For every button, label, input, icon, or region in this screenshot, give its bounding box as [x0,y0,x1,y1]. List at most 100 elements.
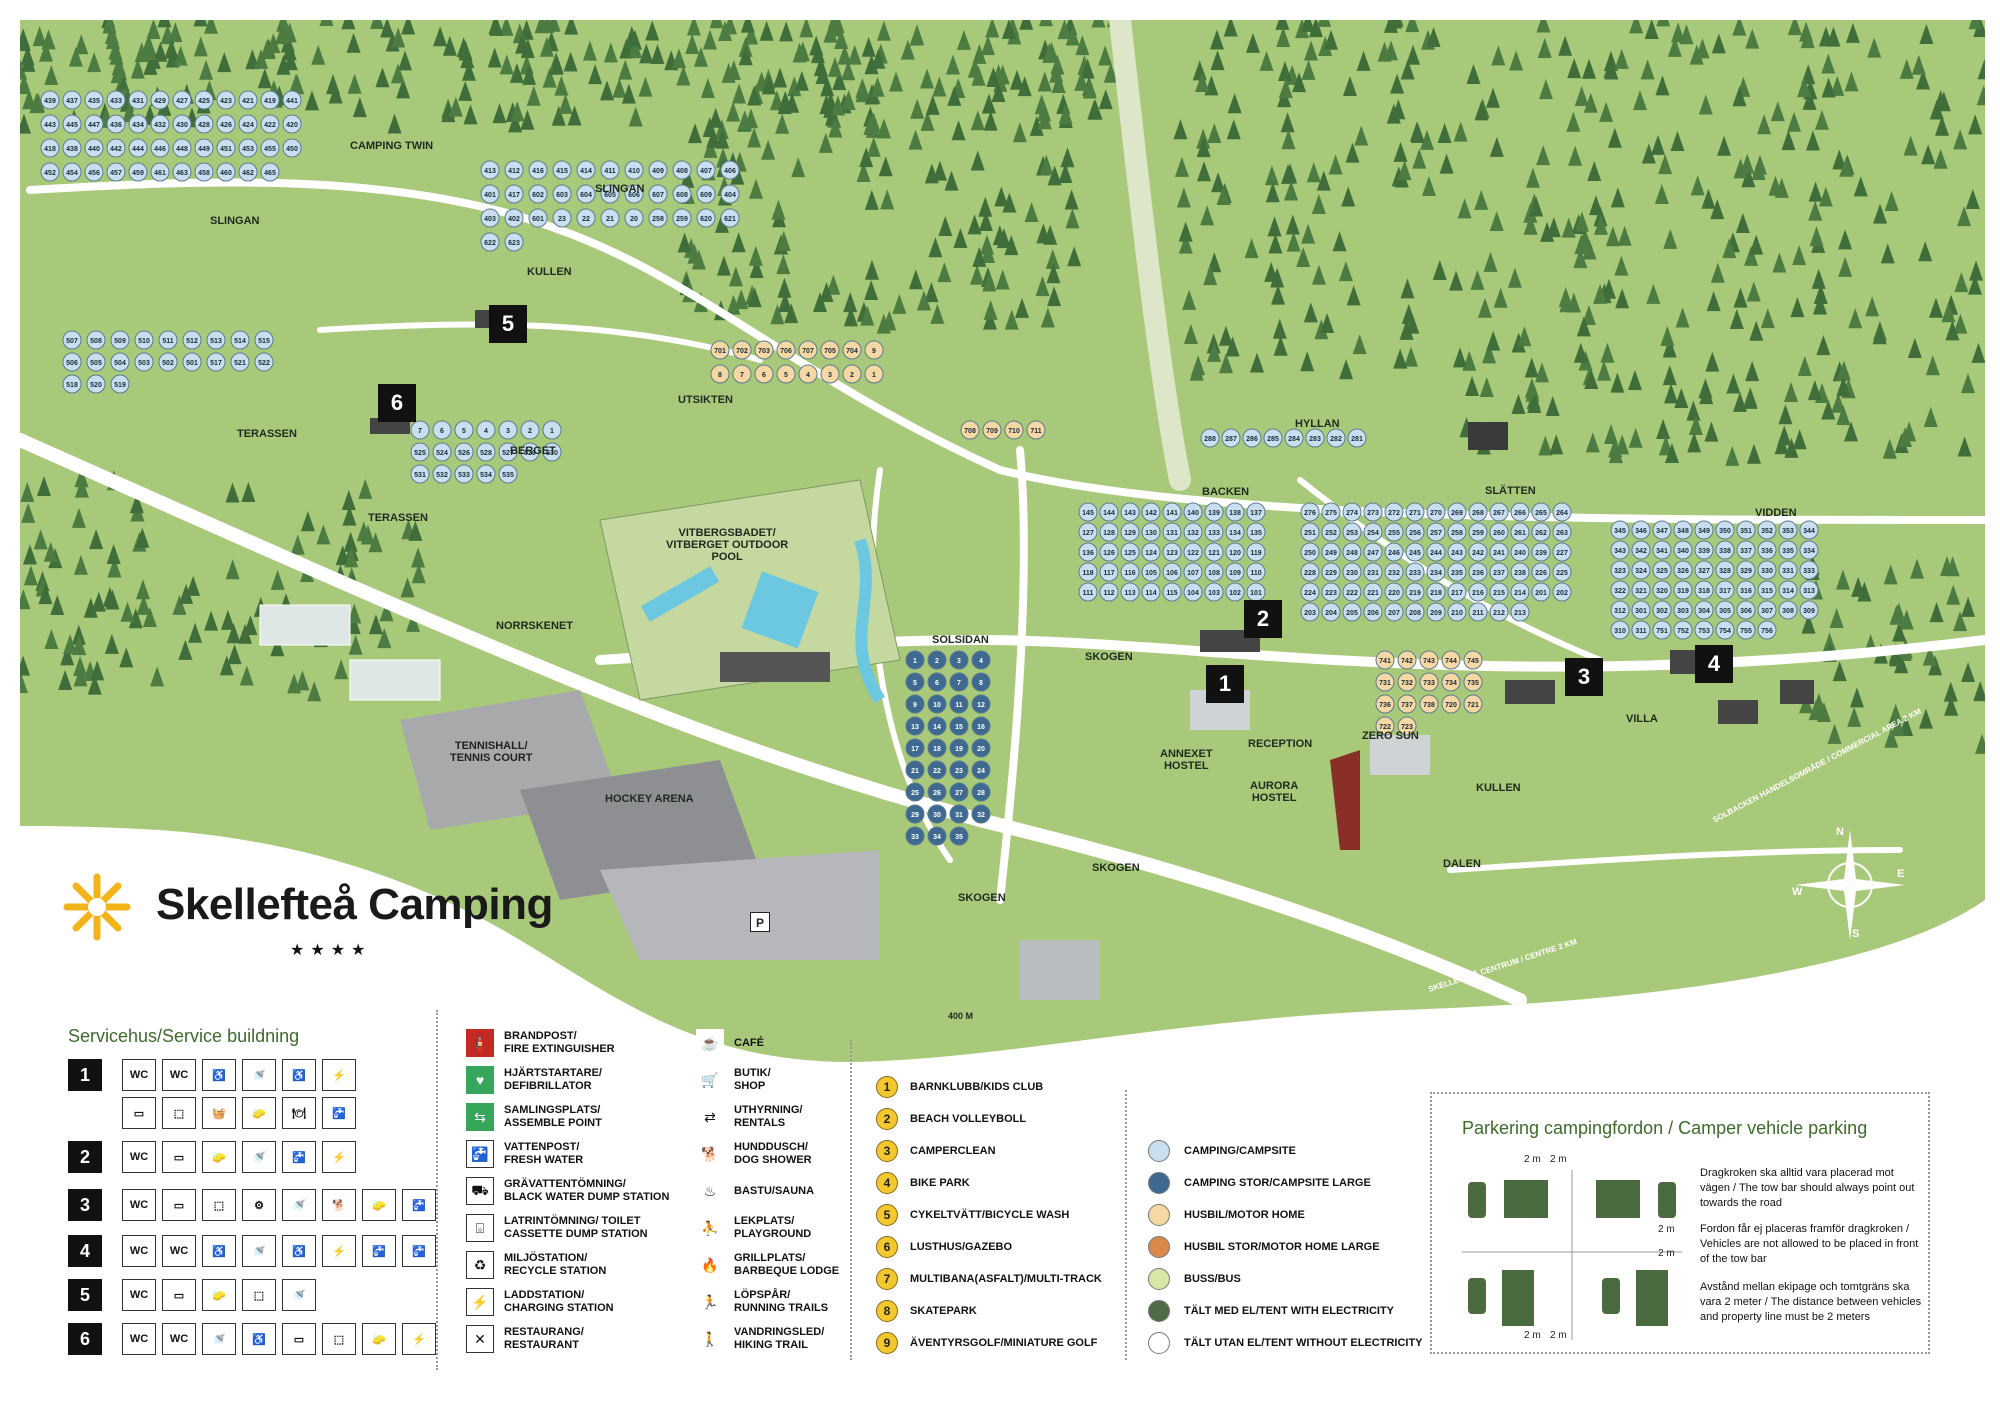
campsite-marker[interactable] [1673,620,1693,640]
campsite-marker[interactable] [1757,520,1777,540]
campsite-marker[interactable] [260,114,280,134]
campsite-marker[interactable] [1552,542,1572,562]
campsite-marker[interactable] [216,90,236,110]
campsite-marker[interactable] [150,162,170,182]
campsite-marker[interactable] [776,364,796,384]
campsite-marker[interactable] [1715,600,1735,620]
campsite-marker[interactable] [696,160,716,180]
campsite-marker[interactable] [1610,580,1630,600]
campsite-marker[interactable] [1162,582,1182,602]
campsite-marker[interactable] [40,114,60,134]
campsite-marker[interactable] [1799,540,1819,560]
campsite-marker[interactable] [1078,522,1098,542]
campsite-marker[interactable] [1397,716,1417,736]
campsite-marker[interactable] [905,738,925,758]
campsite-marker[interactable] [1305,428,1325,448]
campsite-marker[interactable] [260,90,280,110]
campsite-marker[interactable] [1300,522,1320,542]
campsite-marker[interactable] [710,340,730,360]
campsite-marker[interactable] [254,352,274,372]
campsite-marker[interactable] [1342,602,1362,622]
campsite-marker[interactable] [1673,600,1693,620]
campsite-marker[interactable] [971,672,991,692]
campsite-marker[interactable] [128,138,148,158]
campsite-marker[interactable] [1099,502,1119,522]
campsite-marker[interactable] [1468,602,1488,622]
campsite-marker[interactable] [672,184,692,204]
campsite-marker[interactable] [696,184,716,204]
campsite-marker[interactable] [1673,520,1693,540]
campsite-marker[interactable] [1162,542,1182,562]
service-building-5-marker[interactable]: 5 [489,305,527,343]
campsite-marker[interactable] [528,160,548,180]
campsite-marker[interactable] [927,694,947,714]
campsite-marker[interactable] [971,694,991,714]
campsite-marker[interactable] [1447,582,1467,602]
campsite-marker[interactable] [1610,520,1630,540]
campsite-marker[interactable] [1405,502,1425,522]
campsite-marker[interactable] [282,138,302,158]
campsite-marker[interactable] [1468,502,1488,522]
campsite-marker[interactable] [1162,522,1182,542]
campsite-marker[interactable] [454,464,474,484]
campsite-marker[interactable] [1799,520,1819,540]
campsite-marker[interactable] [1300,562,1320,582]
campsite-marker[interactable] [476,420,496,440]
campsite-marker[interactable] [106,114,126,134]
campsite-marker[interactable] [528,208,548,228]
campsite-marker[interactable] [62,138,82,158]
campsite-marker[interactable] [1363,602,1383,622]
campsite-marker[interactable] [1652,600,1672,620]
campsite-marker[interactable] [1426,582,1446,602]
campsite-marker[interactable] [1673,560,1693,580]
campsite-marker[interactable] [1375,716,1395,736]
campsite-marker[interactable] [216,162,236,182]
campsite-marker[interactable] [648,184,668,204]
campsite-marker[interactable] [1694,560,1714,580]
campsite-marker[interactable] [1531,562,1551,582]
campsite-marker[interactable] [1326,428,1346,448]
campsite-marker[interactable] [1342,542,1362,562]
campsite-marker[interactable] [158,352,178,372]
campsite-marker[interactable] [504,184,524,204]
campsite-marker[interactable] [1652,580,1672,600]
campsite-marker[interactable] [1363,522,1383,542]
campsite-marker[interactable] [1300,602,1320,622]
campsite-marker[interactable] [84,114,104,134]
campsite-marker[interactable] [1778,600,1798,620]
campsite-marker[interactable] [1694,600,1714,620]
campsite-marker[interactable] [1531,502,1551,522]
campsite-marker[interactable] [1426,562,1446,582]
campsite-marker[interactable] [971,782,991,802]
campsite-marker[interactable] [1120,562,1140,582]
campsite-marker[interactable] [1375,694,1395,714]
campsite-marker[interactable] [520,442,540,462]
campsite-marker[interactable] [1342,502,1362,522]
campsite-marker[interactable] [798,364,818,384]
campsite-marker[interactable] [1736,540,1756,560]
campsite-marker[interactable] [476,442,496,462]
campsite-marker[interactable] [905,694,925,714]
campsite-marker[interactable] [40,138,60,158]
campsite-marker[interactable] [106,162,126,182]
campsite-marker[interactable] [1141,562,1161,582]
campsite-marker[interactable] [1489,602,1509,622]
campsite-marker[interactable] [720,160,740,180]
campsite-marker[interactable] [62,114,82,134]
campsite-marker[interactable] [134,330,154,350]
campsite-marker[interactable] [754,364,774,384]
campsite-marker[interactable] [1447,522,1467,542]
campsite-marker[interactable] [927,782,947,802]
campsite-marker[interactable] [1736,560,1756,580]
campsite-marker[interactable] [1342,562,1362,582]
campsite-marker[interactable] [1778,540,1798,560]
campsite-marker[interactable] [40,162,60,182]
campsite-marker[interactable] [600,160,620,180]
campsite-marker[interactable] [238,114,258,134]
campsite-marker[interactable] [1162,502,1182,522]
campsite-marker[interactable] [230,352,250,372]
campsite-marker[interactable] [1246,562,1266,582]
campsite-marker[interactable] [1531,542,1551,562]
campsite-marker[interactable] [842,340,862,360]
campsite-marker[interactable] [504,160,524,180]
